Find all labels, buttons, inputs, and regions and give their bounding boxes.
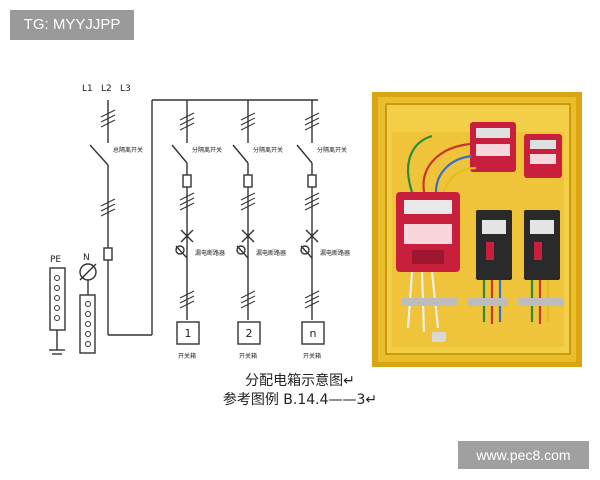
rcd-label-2: 漏电断路器 — [256, 249, 286, 257]
pe-label: PE — [50, 255, 61, 265]
diagram-caption-title: 分配电箱示意图↵ — [245, 373, 355, 389]
branch-switch-label-1: 分隔离开关 — [192, 146, 222, 154]
watermark-site: www.pec8.com — [458, 441, 589, 469]
rcd-label-3: 漏电断路器 — [320, 249, 350, 257]
outlet-number-n: n — [310, 327, 317, 340]
outlet-number-2: 2 — [246, 327, 253, 340]
diagram-caption-reference: 参考图例 B.14.4——3↵ — [222, 392, 378, 408]
branch-switch-label-2: 分隔离开关 — [253, 146, 283, 154]
watermark-tag: TG: MYYJJPP — [10, 10, 134, 40]
branch-switch-label-3: 分隔离开关 — [317, 146, 347, 154]
phase-label-l2: L2 — [101, 84, 112, 94]
outlet-number-1: 1 — [185, 327, 192, 340]
n-label: N — [83, 253, 90, 263]
outlet-box-label-1: 开关箱 — [178, 352, 196, 360]
phase-label-l1: L1 — [82, 84, 93, 94]
main-switch-label: 总隔离开关 — [113, 146, 143, 154]
distribution-schematic: L1 L2 L3 PE N 总隔离开关 分隔离开关 分隔离开关 分隔离开关 漏电… — [49, 84, 350, 360]
rcd-label-1: 漏电断路器 — [195, 249, 225, 257]
distribution-box-photo — [372, 92, 582, 367]
outlet-box-label-2: 开关箱 — [239, 352, 257, 360]
phase-label-l3: L3 — [120, 84, 131, 94]
outlet-box-label-3: 开关箱 — [303, 352, 321, 360]
